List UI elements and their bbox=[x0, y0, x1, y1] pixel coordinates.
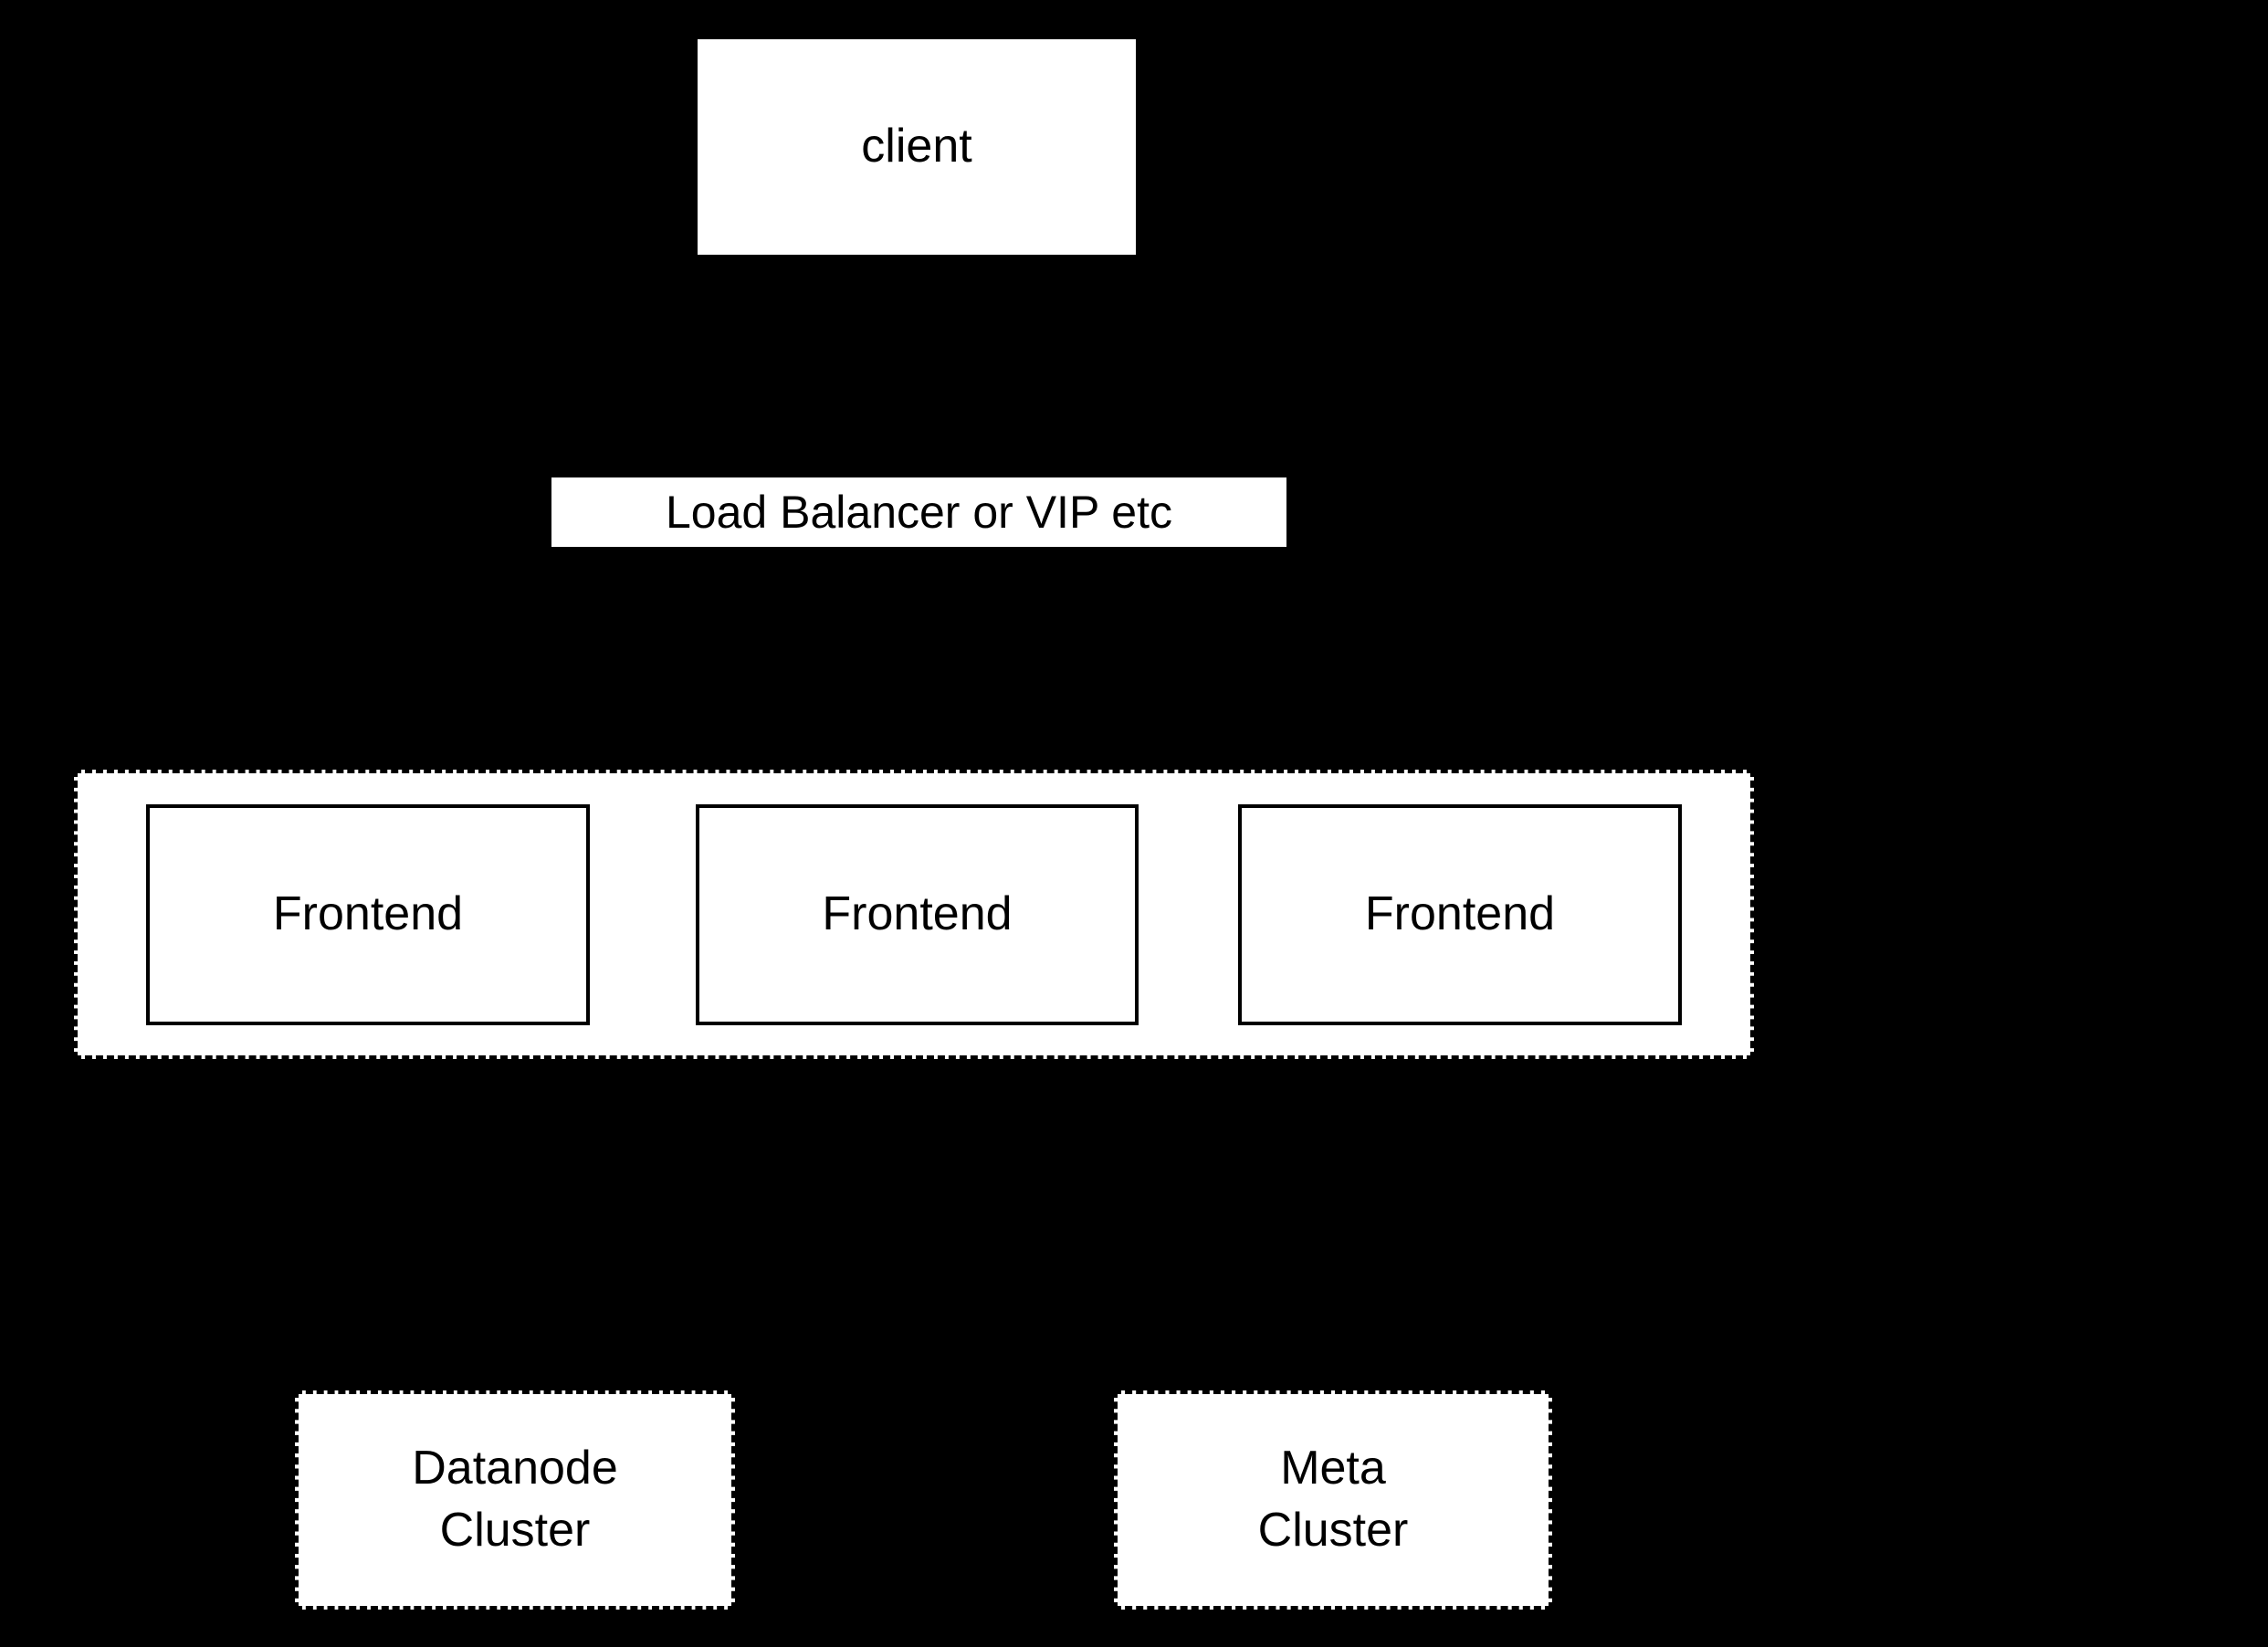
frontend-node-3: Frontend bbox=[1238, 804, 1682, 1025]
frontend-node-2-label: Frontend bbox=[822, 887, 1013, 941]
datanode-cluster-label: Datanode Cluster bbox=[412, 1442, 618, 1557]
frontend-node-2: Frontend bbox=[696, 804, 1139, 1025]
load-balancer-label: Load Balancer or VIP etc bbox=[666, 486, 1172, 538]
meta-cluster-node: Meta Cluster bbox=[1114, 1390, 1552, 1610]
load-balancer-node: Load Balancer or VIP etc bbox=[551, 477, 1286, 547]
frontend-node-3-label: Frontend bbox=[1364, 887, 1556, 941]
frontend-node-1-label: Frontend bbox=[272, 887, 464, 941]
frontend-node-1: Frontend bbox=[146, 804, 590, 1025]
client-node: client bbox=[698, 39, 1136, 255]
meta-cluster-label: Meta Cluster bbox=[1257, 1442, 1409, 1557]
client-label: client bbox=[861, 120, 972, 173]
datanode-cluster-node: Datanode Cluster bbox=[295, 1390, 735, 1610]
